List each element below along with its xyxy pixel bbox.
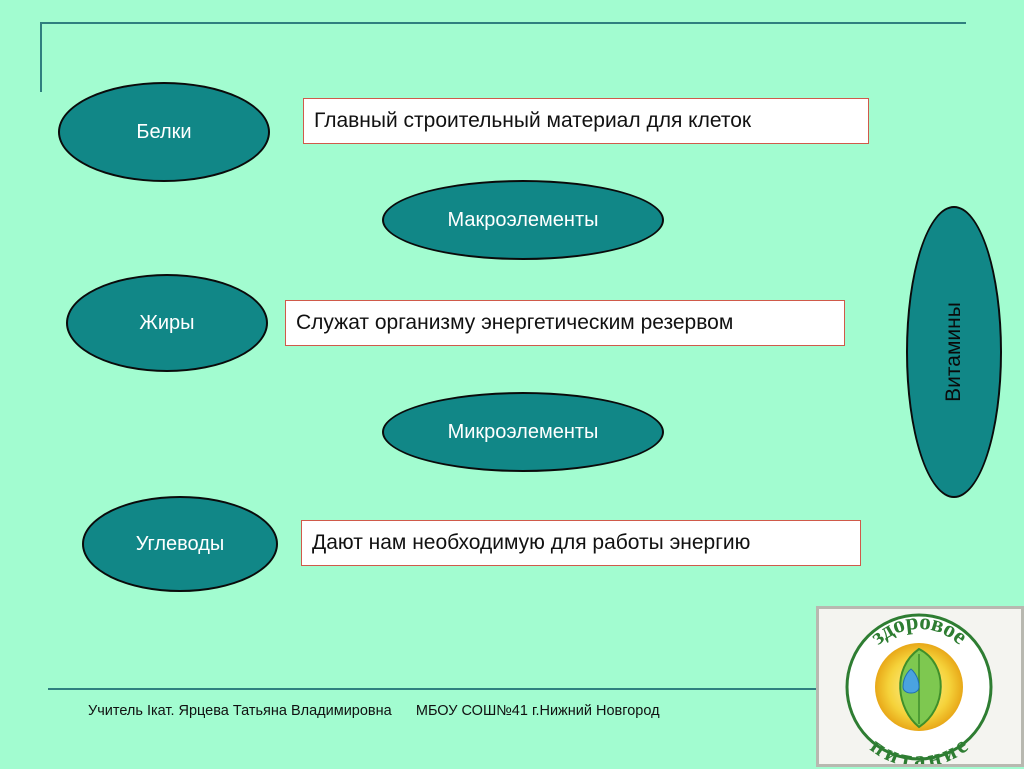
ellipse-macro: Макроэлементы — [382, 180, 664, 260]
bottom-rule — [48, 688, 816, 690]
ellipse-micro: Микроэлементы — [382, 392, 664, 472]
ellipse-belki: Белки — [58, 82, 270, 182]
top-rule — [40, 22, 966, 24]
ellipse-zhiry: Жиры — [66, 274, 268, 372]
ellipse-belki-label: Белки — [136, 120, 192, 143]
healthy-food-logo: здоровое питание — [816, 606, 1024, 769]
box-zhiry-desc: Служат организму энергетическим резервом — [285, 300, 845, 346]
ellipse-vitamins: Витамины — [906, 206, 1002, 498]
left-rule — [40, 22, 42, 92]
ellipse-uglevody: Углеводы — [82, 496, 278, 592]
box-uglevody-desc-text: Дают нам необходимую для работы энергию — [312, 531, 751, 554]
box-belki-desc-text: Главный строительный материал для клеток — [314, 109, 752, 132]
logo-emblem: здоровое питание — [845, 609, 993, 769]
ellipse-micro-label: Микроэлементы — [447, 420, 599, 443]
ellipse-macro-label: Макроэлементы — [447, 208, 599, 231]
footer-school: МБОУ СОШ№41 г.Нижний Новгород — [415, 703, 660, 719]
ellipse-uglevody-label: Углеводы — [135, 532, 225, 555]
box-belki-desc: Главный строительный материал для клеток — [303, 98, 869, 144]
drop-icon — [902, 668, 920, 694]
box-uglevody-desc: Дают нам необходимую для работы энергию — [301, 520, 861, 566]
box-zhiry-desc-text: Служат организму энергетическим резервом — [296, 311, 734, 334]
footer-teacher: Учитель Iкат. Ярцева Татьяна Владимировн… — [88, 703, 392, 719]
ellipse-zhiry-label: Жиры — [139, 311, 195, 334]
ellipse-vitamins-label: Витамины — [942, 302, 966, 402]
footer: Учитель Iкат. Ярцева Татьяна Владимировн… — [88, 703, 660, 719]
leaf-icon — [899, 647, 942, 729]
